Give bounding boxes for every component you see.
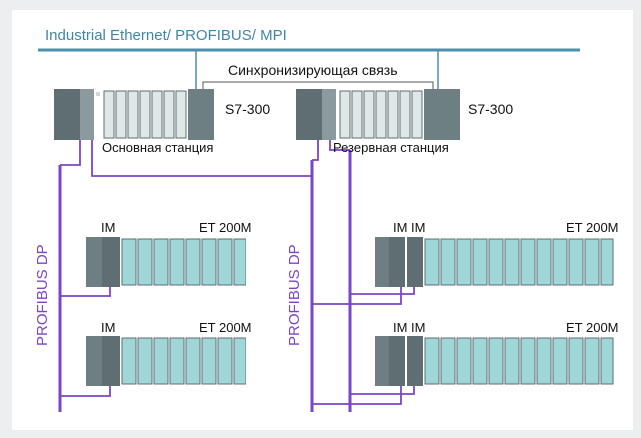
profibus-reserve-to-a [312,140,319,161]
profibus-right-label: PROFIBUS DP [286,244,303,346]
profibus-reserve-to-b [329,140,350,151]
right-bottom-im-label: IM IM [393,320,426,335]
profibus-left-label: PROFIBUS DP [34,244,51,346]
main-station-caption: Основная станция [102,140,214,155]
sync-link-label: Синхронизирующая связь [228,62,398,78]
profibus-left-bottom-drop [60,385,111,397]
profibus-left-top-drop [60,285,111,297]
profibus-rt-drop-a [312,286,402,305]
left-bottom-et200m-rack [86,336,246,386]
left-top-et200m-label: ET 200M [199,220,252,235]
profibus-main-to-right [91,140,312,177]
left-bottom-et200m-label: ET 200M [199,320,252,335]
right-top-im-label: IM IM [393,220,426,235]
main-station-rack [54,89,214,140]
left-bottom-im-label: IM [101,320,116,335]
main-station-cpu-label: S7-300 [225,101,271,117]
right-bottom-et200m-rack [375,336,614,386]
left-top-im-label: IM [101,220,116,235]
right-top-et200m-rack [375,237,614,287]
profibus-main-to-left [60,140,81,166]
right-top-et200m-label: ET 200M [566,220,619,235]
reserve-station-caption: Резервная станция [333,140,449,155]
reserve-station-rack [296,89,460,140]
profibus-rb-drop-b [350,385,415,395]
profibus-rt-drop-b [350,286,415,295]
ethernet-bus-label: Industrial Ethernet/ PROFIBUS/ MPI [45,27,287,44]
right-bottom-et200m-label: ET 200M [566,320,619,335]
sync-link-line [202,81,434,95]
profibus-rb-drop-a [312,385,402,405]
left-top-et200m-rack [86,237,246,287]
reserve-station-cpu-label: S7-300 [468,101,514,117]
